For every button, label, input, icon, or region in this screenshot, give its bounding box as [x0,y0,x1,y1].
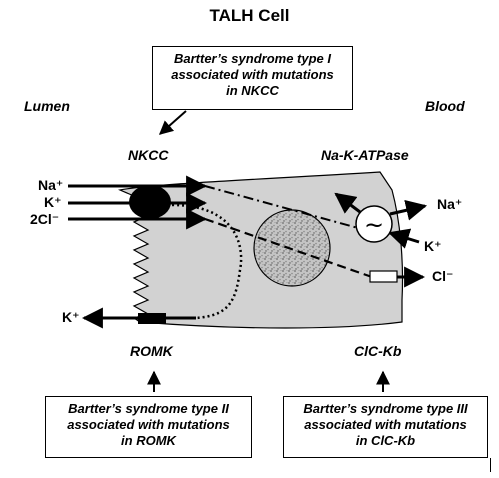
cl-lumen-label: 2Cl⁻ [30,211,60,227]
na-out-arrow [389,199,428,221]
k-in-arrow [387,228,420,249]
clckb-label: ClC-Kb [354,343,402,359]
na-path-line [204,185,359,229]
k-recycling-path [171,203,243,320]
na-blood-label: Na⁺ [437,196,463,212]
na-lumen-label: Na⁺ [38,177,64,193]
note-box-type-3: Bartter’s syndrome type III associated w… [283,396,488,458]
k-lumen-label: K⁺ [44,194,62,210]
note-line: in ROMK [121,433,176,448]
nucleus [253,209,331,287]
lumen-label: Lumen [24,98,70,114]
pump-symbol: ~ [364,211,384,239]
note-box-type-1: Bartter’s syndrome type I associated wit… [152,46,353,110]
note-line: in NKCC [226,83,279,98]
clckb-channel [369,270,398,283]
note-line: Bartter’s syndrome type I [173,51,332,66]
cl-blood-label: Cl⁻ [432,268,454,284]
note-line: associated with mutations [304,417,467,432]
divider-mark [490,458,491,472]
na-k-atpase-pump [355,205,393,243]
note-box-type-2: Bartter’s syndrome type II associated wi… [45,396,252,458]
k-romk-label: K⁺ [62,309,80,325]
blood-label: Blood [425,98,465,114]
nkcc-label: NKCC [128,147,169,163]
note-line: Bartter’s syndrome type II [68,401,229,416]
note-line: associated with mutations [171,67,334,82]
note-line: associated with mutations [67,417,230,432]
note-pointer-arrow [158,110,187,135]
note-line: Bartter’s syndrome type III [303,401,468,416]
diagram-title: TALH Cell [209,6,290,25]
cl-path-line [204,217,373,279]
note-line: in ClC-Kb [355,433,416,448]
k-blood-label: K⁺ [424,238,442,254]
na-k-atpase-label: Na-K-ATPase [321,147,409,163]
romk-label: ROMK [130,343,173,359]
pump-na-in-arrow [334,192,361,214]
